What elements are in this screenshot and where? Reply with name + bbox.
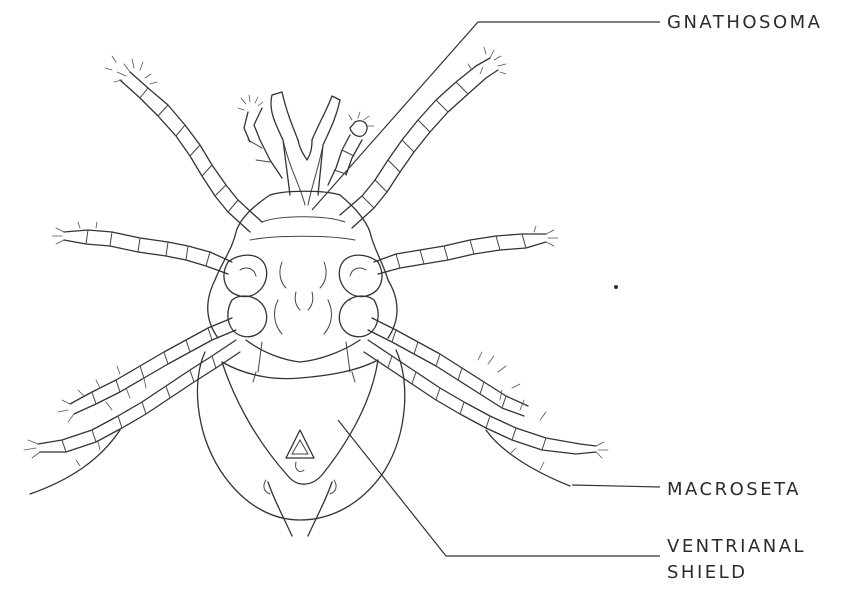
opisthosoma	[197, 350, 404, 536]
macroseta-leader-line	[572, 485, 660, 487]
leg-three-left	[58, 318, 236, 422]
macroseta-left	[30, 430, 120, 494]
leg-four-left	[24, 340, 240, 494]
leader-lines	[312, 22, 660, 556]
ventrianal-label-line2: SHIELD	[667, 560, 806, 586]
scan-speck	[614, 285, 618, 289]
leg-two-left	[52, 222, 232, 274]
macroseta-label: MACROSETA	[667, 477, 801, 503]
leg-one-left	[105, 56, 262, 232]
macroseta-right	[486, 430, 570, 486]
leg-three-right	[368, 318, 528, 416]
gnathosoma-leader-line	[312, 22, 660, 210]
ventrianal-label-line1: VENTRIANAL	[667, 534, 806, 560]
gnathosoma	[238, 92, 374, 300]
leg-one-right	[340, 47, 506, 228]
leg-two-right	[374, 226, 558, 274]
ventrianal-leader-line	[338, 420, 660, 556]
leg-four-right	[364, 340, 608, 486]
gnathosoma-label: GNATHOSOMA	[667, 10, 822, 36]
ventrianal-shield-label: VENTRIANAL SHIELD	[667, 534, 806, 586]
